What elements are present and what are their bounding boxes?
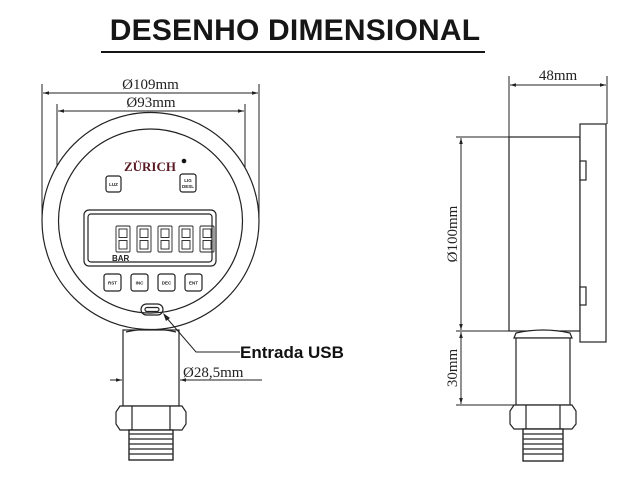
inner-face (57, 128, 244, 314)
ent-button[interactable] (184, 273, 203, 292)
side-thread (522, 428, 564, 462)
usb-port-inner (144, 306, 160, 313)
side-bezel (579, 123, 607, 343)
seven-segment-digits (115, 225, 215, 253)
usb-port-outer (140, 303, 164, 316)
side-connector-stem (515, 337, 571, 406)
rst-button-label: RST (108, 281, 117, 286)
rst-button[interactable] (103, 273, 122, 292)
side-clip-top (579, 160, 587, 181)
power-button-label-1: LIG (184, 178, 192, 183)
ent-button-label: ENT (189, 281, 198, 286)
side-view (456, 76, 608, 462)
brand-logo: ZÜRICH (124, 159, 176, 174)
power-button[interactable] (179, 173, 197, 193)
side-hex-nut (509, 404, 577, 430)
side-clip-bottom (579, 286, 587, 306)
outer-bezel (41, 111, 260, 331)
drawing-title: DESENHO DIMENSIONAL (109, 14, 481, 47)
light-button[interactable] (105, 175, 122, 193)
usb-callout-label: Entrada USB (240, 343, 344, 362)
lcd-display-inner (87, 213, 213, 263)
power-button-label-2: DESL (182, 184, 194, 189)
registered-mark (181, 158, 187, 164)
inner-diameter-label: Ø93mm (126, 95, 176, 111)
height-label: Ø100mm (445, 205, 461, 262)
outer-diameter-dimension (41, 84, 260, 222)
display-unit: BAR (112, 254, 130, 263)
dec-button-label: DEC (162, 281, 172, 286)
lcd-display-outer (83, 209, 217, 267)
connector-length-label: 30mm (445, 349, 461, 388)
side-body (508, 136, 581, 332)
light-button-label: LUZ (109, 182, 118, 187)
depth-label: 48mm (539, 68, 578, 84)
usb-callout-leader (164, 315, 240, 353)
dec-button[interactable] (157, 273, 176, 292)
front-view (41, 84, 262, 461)
outer-diameter-label: Ø109mm (122, 77, 179, 93)
thread-lines (129, 433, 173, 455)
front-connector (110, 328, 262, 461)
inc-button[interactable] (130, 273, 149, 292)
connector-diameter-label: Ø28,5mm (183, 365, 244, 381)
title-underline (101, 51, 485, 53)
inc-button-label: INC (136, 281, 145, 286)
